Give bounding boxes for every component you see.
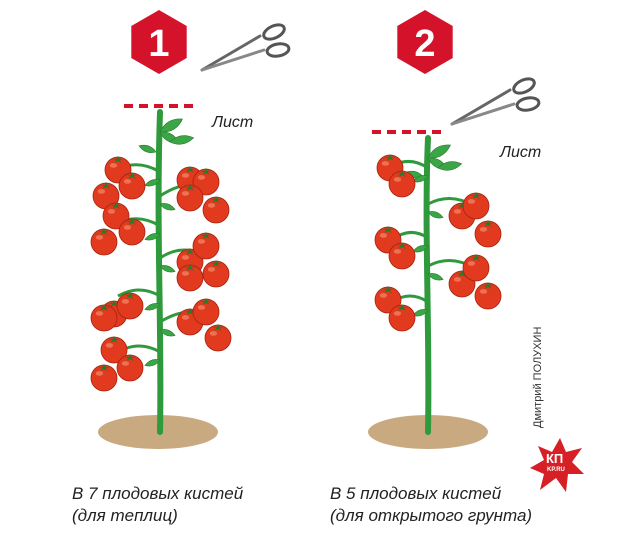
kp-logo xyxy=(530,438,584,492)
tomato xyxy=(474,282,502,310)
badge-hexagon xyxy=(397,10,453,74)
fruit-cluster-4 xyxy=(159,232,230,292)
plant-1: 1 xyxy=(90,10,291,449)
caption-2-line-1: В 5 плодовых кистей xyxy=(330,484,502,503)
fruit-cluster-1 xyxy=(376,154,429,198)
tomato xyxy=(462,192,490,220)
tomato xyxy=(176,184,204,212)
tomato xyxy=(90,364,118,392)
tomato xyxy=(116,354,144,382)
logo-main-text: КП xyxy=(546,451,564,466)
step-badge-2: 2 xyxy=(397,10,453,74)
scissors-icon xyxy=(200,23,291,72)
fruit-cluster-4 xyxy=(427,254,502,310)
leaf xyxy=(159,265,176,273)
fruit-cluster-7 xyxy=(90,336,161,392)
tomato xyxy=(202,196,230,224)
tomato xyxy=(374,286,402,314)
leaf xyxy=(144,359,161,367)
caption-1-line-2: (для теплиц) xyxy=(72,506,178,525)
leaf xyxy=(159,118,183,133)
tomato xyxy=(204,324,232,352)
tomato xyxy=(202,260,230,288)
badge-hexagon xyxy=(131,10,187,74)
tomato xyxy=(176,264,204,292)
tomato xyxy=(192,298,220,326)
fruit-cluster-3 xyxy=(90,202,161,256)
leaf xyxy=(427,273,444,281)
tomato xyxy=(118,218,146,246)
tomato xyxy=(388,242,416,270)
tomato xyxy=(102,202,130,230)
fruit-cluster-1 xyxy=(92,156,161,210)
caption-1-line-1: В 7 плодовых кистей xyxy=(72,484,244,503)
leaf xyxy=(159,203,176,211)
author-credit: Дмитрий ПОЛУХИН xyxy=(532,326,544,428)
step-badge-1: 1 xyxy=(131,10,187,74)
badge-number: 2 xyxy=(414,23,435,65)
tomato xyxy=(90,304,118,332)
fruit-cluster-6 xyxy=(159,298,232,352)
tomato xyxy=(92,182,120,210)
fruit-cluster-5 xyxy=(90,288,161,332)
logo-sub-text: KP.RU xyxy=(547,467,565,473)
plant-2: 2 xyxy=(368,10,541,449)
caption-1: В 7 плодовых кистей (для теплиц) xyxy=(72,483,243,527)
fruit-cluster-5 xyxy=(374,286,429,332)
tomato xyxy=(474,220,502,248)
tomato xyxy=(388,304,416,332)
badge-number: 1 xyxy=(148,23,169,65)
tomato xyxy=(116,292,144,320)
leaf-label-2: Лист xyxy=(500,144,542,161)
scissors-icon xyxy=(450,77,541,126)
leaf xyxy=(138,144,157,153)
stem xyxy=(423,135,432,435)
leaf xyxy=(144,303,161,311)
logo-splash xyxy=(530,438,584,492)
caption-2-line-2: (для открытого грунта) xyxy=(330,506,533,525)
fruit-cluster-2 xyxy=(159,166,230,224)
leaf xyxy=(427,144,451,159)
tomato xyxy=(90,228,118,256)
tomato xyxy=(192,168,220,196)
tomato xyxy=(192,232,220,260)
leaf xyxy=(437,161,463,171)
stem xyxy=(155,109,164,435)
leaf xyxy=(427,211,444,219)
leaf-label-1: Лист xyxy=(212,114,254,131)
caption-2: В 5 плодовых кистей (для открытого грунт… xyxy=(330,483,532,527)
leaf xyxy=(144,233,161,241)
tomato xyxy=(100,336,128,364)
leaf xyxy=(159,329,176,337)
fruit-cluster-2 xyxy=(427,192,502,248)
tomato xyxy=(118,172,146,200)
tomato xyxy=(462,254,490,282)
fruit-cluster-3 xyxy=(374,226,429,270)
leaf xyxy=(169,135,195,145)
tomato xyxy=(388,170,416,198)
